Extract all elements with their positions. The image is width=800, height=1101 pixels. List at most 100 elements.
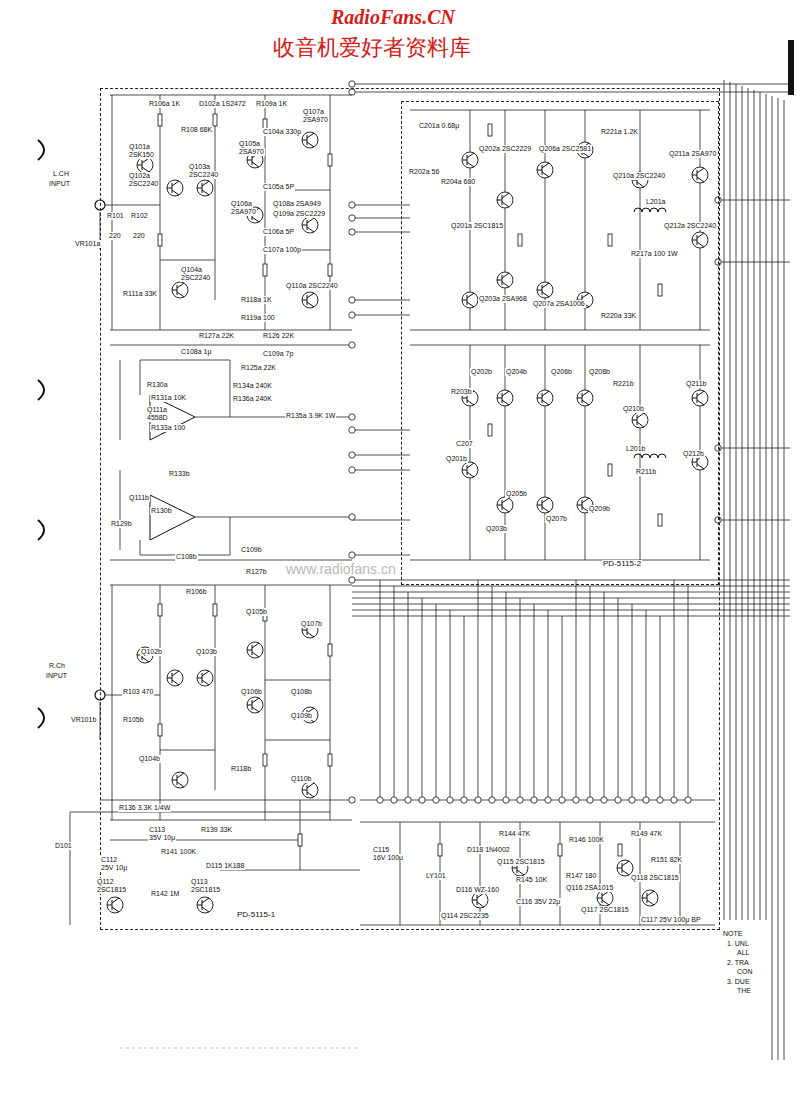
transistor-symbol <box>137 157 153 173</box>
wire <box>394 586 395 800</box>
component-label: R125a 22K <box>240 364 277 372</box>
component-label: Q117 2SC1815 <box>580 906 630 914</box>
component-label: R136 3.3K 1/4W <box>118 804 171 812</box>
component-label: R118b <box>230 765 252 773</box>
component-label: Q208b <box>588 368 611 376</box>
transistor-leads <box>137 158 149 172</box>
resistor-symbol <box>328 754 332 766</box>
component-label: R119a 100 <box>240 314 276 322</box>
component-label: R221a 1.2K <box>600 128 639 136</box>
wire <box>640 110 641 330</box>
wire <box>754 90 755 920</box>
transistor-leads <box>302 293 314 307</box>
terminal <box>531 797 537 803</box>
binding-hole <box>38 708 44 728</box>
wire <box>120 360 121 440</box>
component-label: C115 <box>372 846 390 854</box>
wire <box>195 517 352 518</box>
wire <box>660 616 661 800</box>
transistor-body <box>497 497 513 513</box>
wire <box>784 100 785 1060</box>
terminal <box>349 577 355 583</box>
wire <box>646 610 647 800</box>
component-label: Q107a <box>302 108 325 116</box>
transistor-leads <box>247 643 259 657</box>
transistor-leads <box>197 181 209 195</box>
component-label: 16V 100μ <box>372 854 404 862</box>
wire <box>724 80 725 920</box>
resistor-symbol <box>618 844 622 856</box>
transistor-body <box>302 217 318 233</box>
transistor-leads <box>107 898 119 912</box>
component-label: Q102b <box>140 648 163 656</box>
wire <box>110 560 352 561</box>
wire <box>506 592 507 800</box>
component-label: C108b <box>175 553 198 561</box>
component-label: R106a 1K <box>148 100 181 108</box>
component-label: R220a 33K <box>600 312 637 320</box>
resistor-symbol <box>328 154 332 166</box>
transistor-leads <box>197 671 209 685</box>
component-label: R127b <box>245 568 268 576</box>
transistor-body <box>197 897 213 913</box>
wire <box>730 82 731 920</box>
component-label: VR101b <box>70 716 97 724</box>
transistor-body <box>577 390 593 406</box>
component-label: Q106b <box>240 688 263 696</box>
resistor-symbol <box>158 234 162 246</box>
transistor-body <box>167 180 183 196</box>
transistor-leads <box>197 898 209 912</box>
transistor-symbol <box>197 897 213 913</box>
transistor-body <box>537 497 553 513</box>
transistor-body <box>537 162 553 178</box>
component-label: R129b <box>110 520 133 528</box>
watermark: www.radiofans.cn <box>285 562 397 577</box>
terminal <box>545 797 551 803</box>
wire <box>110 585 352 586</box>
transistor-body <box>302 782 318 798</box>
component-label: R108 68K <box>180 126 213 134</box>
transistor-symbol <box>462 292 478 308</box>
component-label: Q211b <box>685 380 708 388</box>
transistor-symbol <box>537 162 553 178</box>
transistor-body <box>462 152 478 168</box>
terminal <box>349 552 355 558</box>
component-label: 2SA970 <box>302 116 329 124</box>
transistor-symbol <box>472 892 488 908</box>
terminal <box>349 467 355 473</box>
wire <box>585 345 586 560</box>
transistor-leads <box>172 283 184 297</box>
component-label: 2SK150 <box>128 151 155 159</box>
component-label: R134a 240K <box>232 382 273 390</box>
resistor-symbol <box>608 464 612 476</box>
component-label: D101 <box>54 842 73 850</box>
transistor-body <box>597 890 613 906</box>
component-label: L201a <box>645 198 666 206</box>
wire <box>110 330 352 331</box>
component-label: Q203b <box>485 525 508 533</box>
component-label: Q211a 2SA970 <box>668 150 717 158</box>
component-label: R217a 100 1W <box>630 250 679 258</box>
component-label: Q112 <box>96 878 115 886</box>
terminal <box>685 797 691 803</box>
transistor-symbol <box>302 217 318 233</box>
component-label: Q108b <box>290 688 313 696</box>
wire <box>560 822 561 925</box>
component-label: 220 <box>132 232 146 240</box>
transistor-symbol <box>537 390 553 406</box>
transistor-leads <box>497 273 509 287</box>
wire <box>632 604 633 800</box>
component-label: 220 <box>108 232 122 240</box>
wire <box>110 95 352 96</box>
coil-symbol <box>634 208 666 212</box>
wire <box>742 86 743 920</box>
transistor-leads <box>167 181 179 195</box>
component-label: 2SC2240 <box>188 171 219 179</box>
terminal <box>601 797 607 803</box>
board-name: PD-5115-2 <box>602 560 642 569</box>
component-label: R111a 33K <box>122 290 158 298</box>
component-label: R130b <box>150 507 173 515</box>
component-label: Q207b <box>545 515 568 523</box>
wire <box>410 560 710 561</box>
resistor-symbol <box>658 514 662 526</box>
